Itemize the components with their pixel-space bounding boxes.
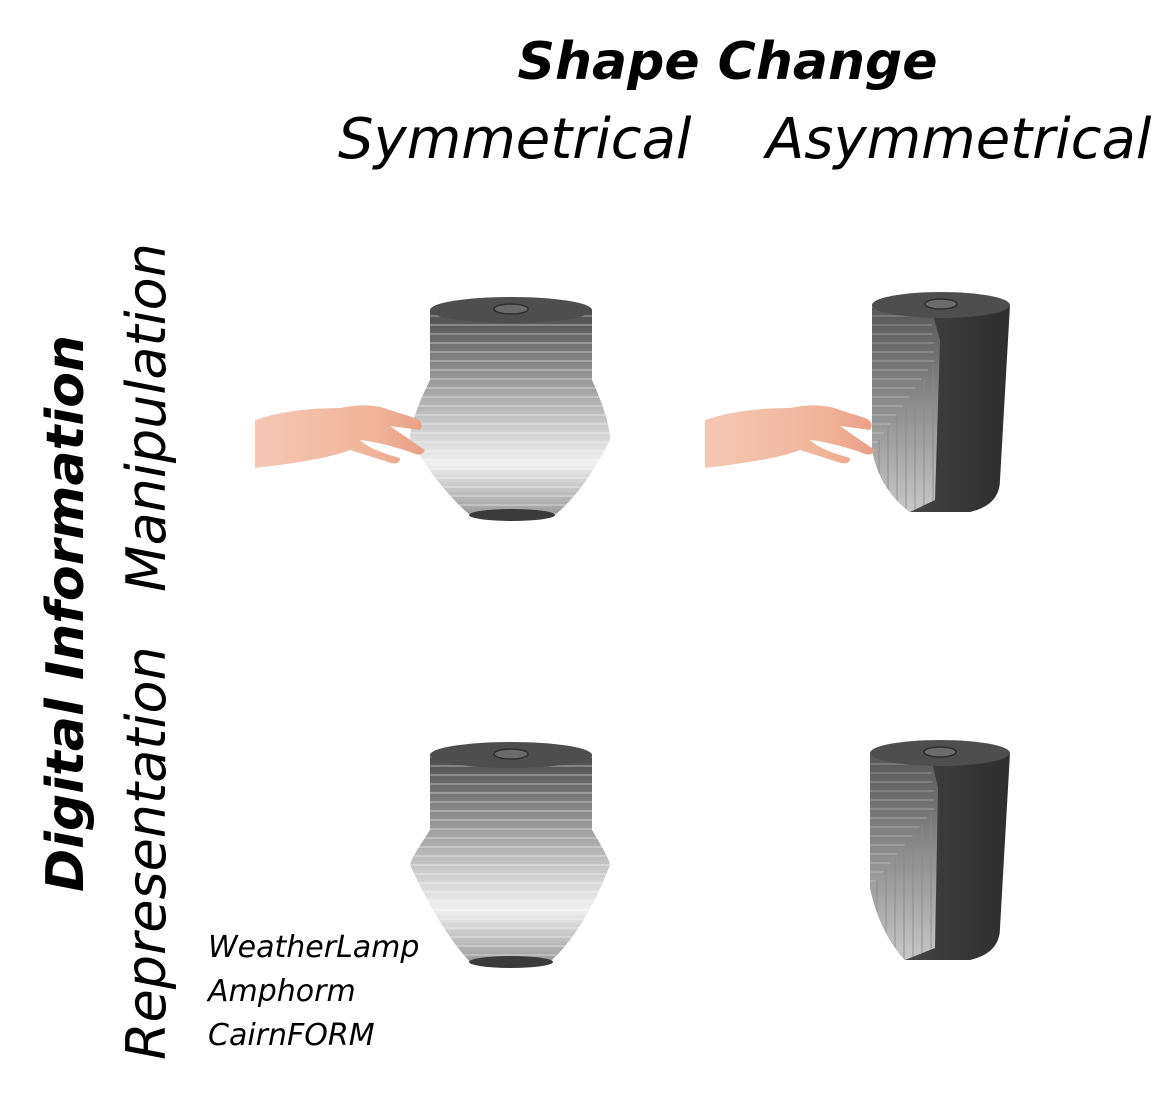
column-label-asymmetrical: Asymmetrical <box>766 107 1152 172</box>
symmetric-representation-figure <box>410 742 610 968</box>
symmetric-object-icon <box>410 742 610 968</box>
column-label-symmetrical: Symmetrical <box>338 107 692 172</box>
row-label-manipulation: Manipulation <box>115 243 178 592</box>
example-cairnform: CairnFORM <box>208 1018 375 1053</box>
digital-information-axis-title: Digital Information <box>36 335 96 892</box>
shape-change-title: Shape Change <box>517 32 938 92</box>
hand-icon <box>255 405 425 468</box>
asymmetric-manipulation-figure <box>705 292 1010 512</box>
asymmetric-object-icon <box>872 292 1010 512</box>
symmetric-object-icon <box>410 297 610 521</box>
row-label-representation: Representation <box>115 646 178 1060</box>
example-amphorm: Amphorm <box>208 974 356 1009</box>
asymmetric-object-icon <box>870 740 1010 960</box>
asymmetric-representation-figure <box>870 740 1010 960</box>
example-systems-list: WeatherLamp Amphorm CairnFORM <box>208 926 419 1058</box>
example-weatherlamp: WeatherLamp <box>208 930 420 965</box>
hand-icon <box>705 405 875 468</box>
symmetric-manipulation-figure <box>255 297 610 521</box>
